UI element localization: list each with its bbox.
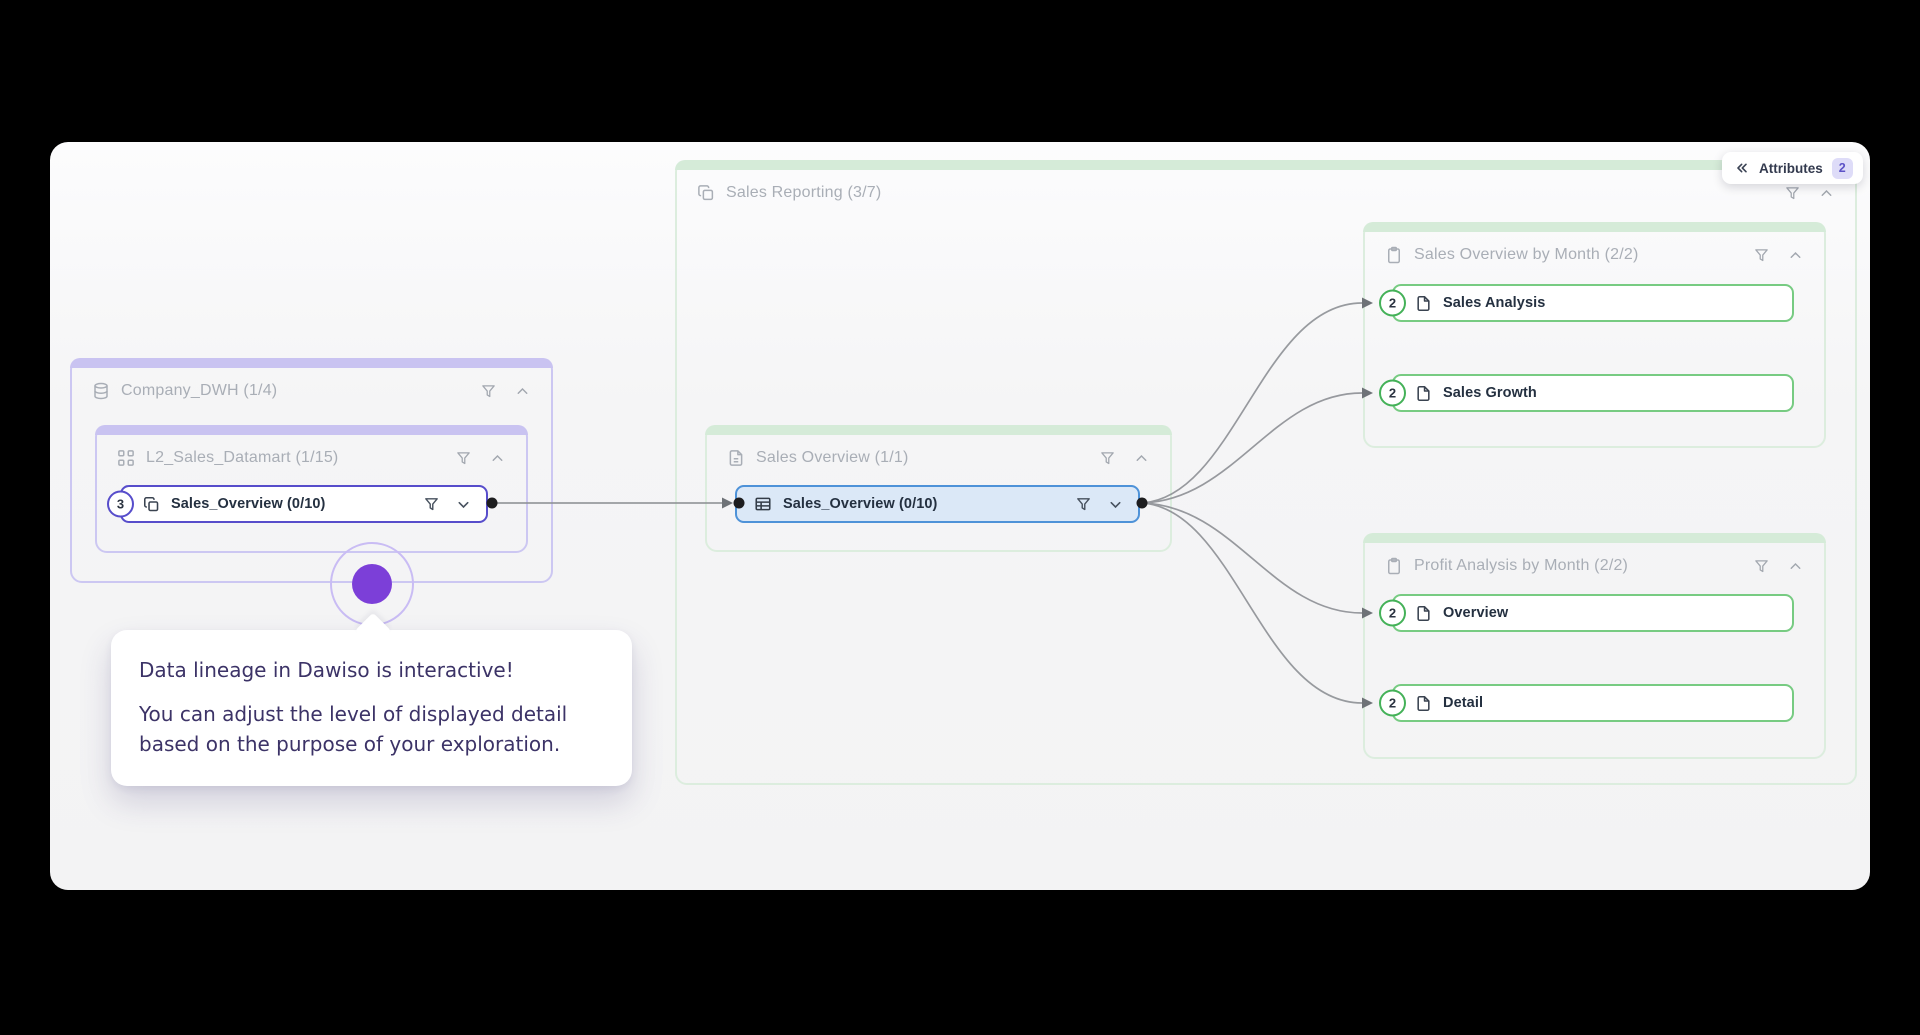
filter-icon[interactable] [1753, 247, 1770, 264]
lineage-count-badge: 2 [1379, 689, 1406, 717]
panel-profit-analysis-by-month-header[interactable]: Profit Analysis by Month (2/2) [1365, 545, 1824, 587]
panel-sales-overview-by-month-strip [1363, 222, 1826, 232]
lineage-count-badge: 2 [1379, 379, 1406, 407]
copy-icon [697, 184, 715, 202]
chevron-up-icon[interactable] [1787, 247, 1804, 264]
panel-sales-reporting: Sales Reporting (3/7) [675, 160, 1857, 785]
file-icon [1415, 605, 1432, 622]
panel-title: Sales Overview by Month (2/2) [1414, 246, 1639, 263]
double-chevron-left-icon [1734, 160, 1750, 176]
pulse-dot[interactable] [352, 564, 392, 604]
node-sales-analysis[interactable]: 2 Sales Analysis [1379, 284, 1794, 322]
node-sales-growth[interactable]: 2 Sales Growth [1379, 374, 1794, 412]
panel-sales-overview-group-header[interactable]: Sales Overview (1/1) [707, 437, 1170, 479]
attributes-count-badge: 2 [1831, 157, 1853, 179]
node-detail[interactable]: 2 Detail [1379, 684, 1794, 722]
attributes-toggle-button[interactable]: Attributes 2 [1722, 152, 1863, 184]
onboarding-tooltip: Data lineage in Dawiso is interactive! Y… [111, 630, 632, 786]
file-icon [1415, 295, 1432, 312]
file-icon [1415, 385, 1432, 402]
panel-title: L2_Sales_Datamart (1/15) [146, 449, 339, 466]
filter-icon[interactable] [1099, 450, 1116, 467]
node-sales-overview-source[interactable]: 3 Sales_Overview (0/10) [107, 485, 488, 523]
chevron-up-icon[interactable] [1133, 450, 1150, 467]
schema-icon [117, 449, 135, 467]
chevron-up-icon[interactable] [514, 383, 531, 400]
lineage-count-badge: 2 [1379, 599, 1406, 627]
panel-title: Company_DWH (1/4) [121, 382, 278, 399]
chevron-down-icon[interactable] [1107, 496, 1124, 513]
panel-title: Profit Analysis by Month (2/2) [1414, 557, 1629, 574]
report-icon [727, 449, 745, 467]
file-icon [1415, 695, 1432, 712]
filter-icon[interactable] [1784, 185, 1801, 202]
panel-sales-overview-group-strip [705, 425, 1172, 435]
node-sales-overview-center[interactable]: Sales_Overview (0/10) [735, 485, 1140, 523]
attributes-label: Attributes [1759, 160, 1823, 176]
filter-icon[interactable] [480, 383, 497, 400]
filter-icon[interactable] [1753, 558, 1770, 575]
node-label: Sales_Overview (0/10) [783, 496, 938, 512]
database-icon [92, 382, 110, 400]
table-icon [754, 495, 772, 513]
filter-icon[interactable] [423, 496, 440, 513]
panel-sales-overview-by-month: Sales Overview by Month (2/2) [1363, 222, 1826, 448]
panel-title: Sales Reporting (3/7) [726, 184, 882, 201]
panel-sales-overview-by-month-header[interactable]: Sales Overview by Month (2/2) [1365, 234, 1824, 276]
chevron-down-icon[interactable] [455, 496, 472, 513]
panel-profit-analysis-by-month: Profit Analysis by Month (2/2) [1363, 533, 1826, 759]
panel-profit-analysis-by-month-strip [1363, 533, 1826, 543]
panel-l2-sales-datamart-header[interactable]: L2_Sales_Datamart (1/15) [97, 437, 526, 479]
node-overview[interactable]: 2 Overview [1379, 594, 1794, 632]
panel-company-dwh-header[interactable]: Company_DWH (1/4) [72, 370, 551, 412]
lineage-count-badge: 2 [1379, 289, 1406, 317]
panel-company-dwh-strip [70, 358, 553, 368]
clipboard-icon [1385, 557, 1403, 575]
node-label: Overview [1443, 605, 1509, 621]
panel-sales-reporting-header[interactable]: Sales Reporting (3/7) [677, 172, 1855, 214]
panel-company-dwh: Company_DWH (1/4) [70, 358, 553, 583]
filter-icon[interactable] [1075, 496, 1092, 513]
tooltip-title: Data lineage in Dawiso is interactive! [139, 658, 514, 682]
chevron-up-icon[interactable] [1818, 185, 1835, 202]
tooltip-body: You can adjust the level of displayed de… [139, 702, 568, 756]
panel-title: Sales Overview (1/1) [756, 449, 909, 466]
lineage-count-badge: 3 [107, 490, 134, 518]
chevron-up-icon[interactable] [1787, 558, 1804, 575]
node-label: Sales Analysis [1443, 295, 1546, 311]
node-label: Sales_Overview (0/10) [171, 496, 326, 512]
clipboard-icon [1385, 246, 1403, 264]
chevron-up-icon[interactable] [489, 450, 506, 467]
copy-icon [143, 496, 160, 513]
node-label: Sales Growth [1443, 385, 1537, 401]
filter-icon[interactable] [455, 450, 472, 467]
node-label: Detail [1443, 695, 1484, 711]
panel-l2-sales-datamart: L2_Sales_Datamart (1/15) [95, 425, 528, 553]
panel-l2-sales-datamart-strip [95, 425, 528, 435]
panel-sales-reporting-strip [675, 160, 1857, 170]
